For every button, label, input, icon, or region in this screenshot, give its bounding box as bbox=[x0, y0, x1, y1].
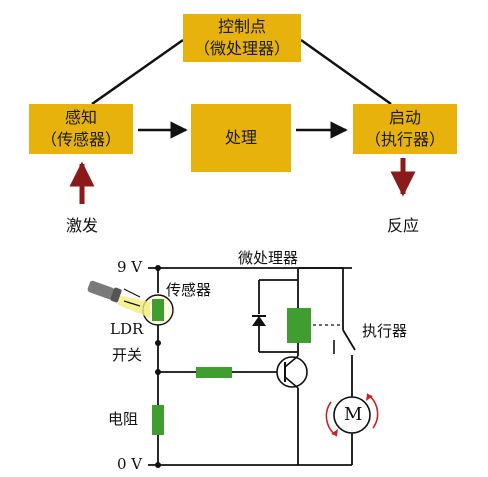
actuate-box: 启动 （执行器） bbox=[353, 104, 457, 154]
motor-symbol bbox=[333, 396, 371, 434]
sensor-label: 传感器 bbox=[166, 281, 212, 299]
connector-control-sense bbox=[91, 38, 184, 106]
voltage-low-label: 0 V bbox=[117, 455, 143, 473]
motor-arrow-head-1 bbox=[331, 429, 338, 436]
sense-title: 感知 bbox=[64, 108, 97, 127]
relay-coil bbox=[287, 308, 311, 343]
transistor-collector bbox=[284, 355, 299, 368]
light-beam bbox=[118, 295, 150, 318]
process-title: 处理 bbox=[224, 128, 257, 147]
sense-box: 感知 （传感器） bbox=[29, 104, 133, 154]
resistor-label: 电阻 bbox=[108, 410, 139, 428]
ldr-label: LDR bbox=[110, 320, 144, 338]
node-left-4 bbox=[155, 462, 161, 468]
control-box: 控制点 （微处理器） bbox=[183, 14, 301, 62]
light-ray-1 bbox=[123, 288, 141, 298]
actuate-subtitle: （执行器） bbox=[364, 130, 445, 149]
node-left-2 bbox=[155, 340, 161, 346]
light-ray-2 bbox=[123, 300, 141, 307]
diode-symbol bbox=[252, 316, 266, 326]
voltage-high-label: 9 V bbox=[117, 258, 143, 276]
process-box: 处理 bbox=[191, 104, 291, 172]
microprocessor-label: 微处理器 bbox=[238, 249, 299, 267]
torch-icon bbox=[87, 280, 122, 303]
node-left-1 bbox=[155, 265, 161, 271]
control-title: 控制点 bbox=[217, 17, 266, 36]
switch-blade bbox=[342, 329, 356, 351]
sense-subtitle: （传感器） bbox=[40, 130, 121, 149]
transistor-emitter bbox=[284, 376, 299, 389]
switch-label: 开关 bbox=[112, 346, 143, 364]
motor-arrow-head-2 bbox=[366, 394, 373, 401]
stimulus-label: 激发 bbox=[66, 216, 99, 235]
motor-label: M bbox=[344, 404, 363, 425]
response-label: 反应 bbox=[387, 216, 420, 235]
connector-control-actuate bbox=[300, 38, 392, 106]
base-resistor bbox=[196, 367, 232, 378]
actuate-title: 启动 bbox=[388, 108, 421, 127]
control-subtitle: （微处理器） bbox=[193, 39, 290, 58]
ldr-component bbox=[152, 299, 164, 321]
resistor-component bbox=[152, 405, 164, 435]
actuator-label: 执行器 bbox=[362, 322, 408, 340]
